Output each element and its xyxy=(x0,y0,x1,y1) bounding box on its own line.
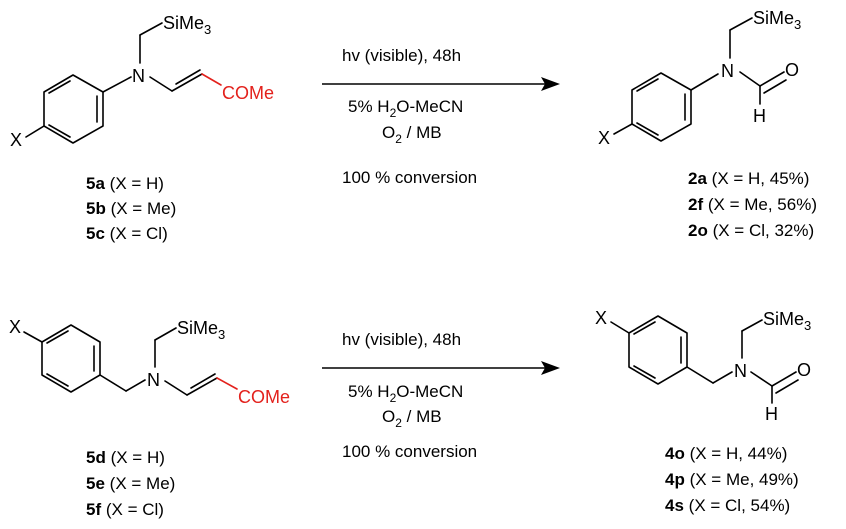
benzene-ring xyxy=(41,324,101,393)
sime3-label: SiMe3 xyxy=(163,13,211,37)
compound-5a-label: 5a (X = H) xyxy=(86,174,164,193)
reaction-arrow-2 xyxy=(322,361,560,375)
benzene-ring xyxy=(631,72,692,142)
oxygen-label: O xyxy=(785,60,799,80)
nitrogen-label: N xyxy=(721,61,734,81)
benzene-ring xyxy=(628,315,688,385)
compound-2o-label: 2o (X = Cl, 32%) xyxy=(688,221,814,240)
nitrogen-label: N xyxy=(734,361,747,381)
benzene-ring xyxy=(43,74,104,144)
product-2a-2o-structure xyxy=(613,17,787,142)
come-label: COMe xyxy=(222,83,274,103)
product-4o-4s-structure xyxy=(610,315,799,404)
oxygen-label: O xyxy=(797,360,811,380)
sime3-label: SiMe3 xyxy=(177,318,225,342)
reactant-5d-5f-structure xyxy=(23,324,238,396)
sime3-label: SiMe3 xyxy=(763,309,811,333)
conditions-light-time: hv (visible), 48h xyxy=(342,330,461,349)
x-substituent-label: X xyxy=(595,308,607,328)
compound-2f-label: 2f (X = Me, 56%) xyxy=(688,195,817,214)
compound-5d-label: 5d (X = H) xyxy=(86,448,165,467)
compound-4p-label: 4p (X = Me, 49%) xyxy=(665,470,799,489)
compound-2a-label: 2a (X = H, 45%) xyxy=(688,169,809,188)
hydrogen-label: H xyxy=(765,404,778,424)
conditions-conversion: 100 % conversion xyxy=(342,168,477,187)
x-substituent-label: X xyxy=(10,130,22,150)
reaction-arrow-1 xyxy=(322,77,560,91)
x-substituent-label: X xyxy=(9,317,21,337)
compound-4s-label: 4s (X = Cl, 54%) xyxy=(665,496,790,515)
sime3-label: SiMe3 xyxy=(753,8,801,32)
compound-4o-label: 4o (X = H, 44%) xyxy=(665,444,787,463)
conditions-conversion: 100 % conversion xyxy=(342,442,477,461)
reactant-5a-5c-structure xyxy=(25,22,222,144)
conditions-solvent: 5% H2O-MeCN xyxy=(348,97,463,120)
come-label: COMe xyxy=(238,387,290,407)
x-substituent-label: X xyxy=(598,128,610,148)
nitrogen-label: N xyxy=(147,370,160,390)
compound-5c-label: 5c (X = Cl) xyxy=(86,224,168,243)
nitrogen-label: N xyxy=(132,66,145,86)
conditions-light-time: hv (visible), 48h xyxy=(342,46,461,65)
conditions-oxidant-sensitizer: O2 / MB xyxy=(382,123,442,146)
compound-5b-label: 5b (X = Me) xyxy=(86,199,176,218)
conditions-oxidant-sensitizer: O2 / MB xyxy=(382,407,442,430)
compound-5f-label: 5f (X = Cl) xyxy=(86,500,164,519)
hydrogen-label: H xyxy=(753,106,766,126)
conditions-solvent: 5% H2O-MeCN xyxy=(348,382,463,405)
compound-5e-label: 5e (X = Me) xyxy=(86,474,175,493)
